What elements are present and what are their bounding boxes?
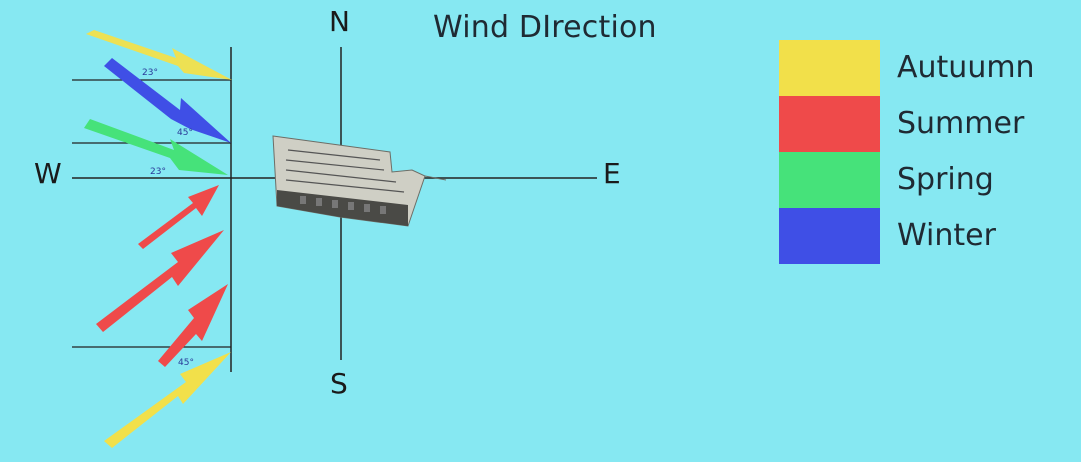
angle-label-3: 23° [150, 168, 166, 177]
angle-label-2: 45° [177, 129, 193, 138]
legend: Autuumn Summer Spring Winter [779, 40, 1079, 264]
compass-south-label: S [330, 370, 348, 398]
red-swatch [779, 96, 880, 152]
angle-label-1: 23° [142, 69, 158, 78]
legend-item-summer: Summer [779, 96, 1079, 152]
legend-label-spring: Spring [897, 162, 994, 197]
summer-arrow-3 [158, 284, 228, 367]
angle-label-4: 45° [178, 359, 194, 368]
green-swatch [779, 152, 880, 208]
diagram-title: Wind DIrection [433, 10, 657, 45]
autumn-arrow-northwest [86, 30, 232, 80]
compass-north-label: N [329, 8, 350, 36]
legend-label-winter: Winter [897, 218, 996, 253]
blue-swatch [779, 208, 880, 264]
legend-item-autumn: Autuumn [779, 40, 1079, 96]
compass-west-label: W [34, 160, 62, 188]
legend-label-autumn: Autuumn [897, 50, 1035, 85]
yellow-swatch [779, 40, 880, 96]
building-image [273, 136, 446, 226]
compass-east-label: E [603, 160, 621, 188]
legend-label-summer: Summer [897, 106, 1024, 141]
legend-item-spring: Spring [779, 152, 1079, 208]
legend-item-winter: Winter [779, 208, 1079, 264]
autumn-arrow-southwest [104, 352, 231, 448]
